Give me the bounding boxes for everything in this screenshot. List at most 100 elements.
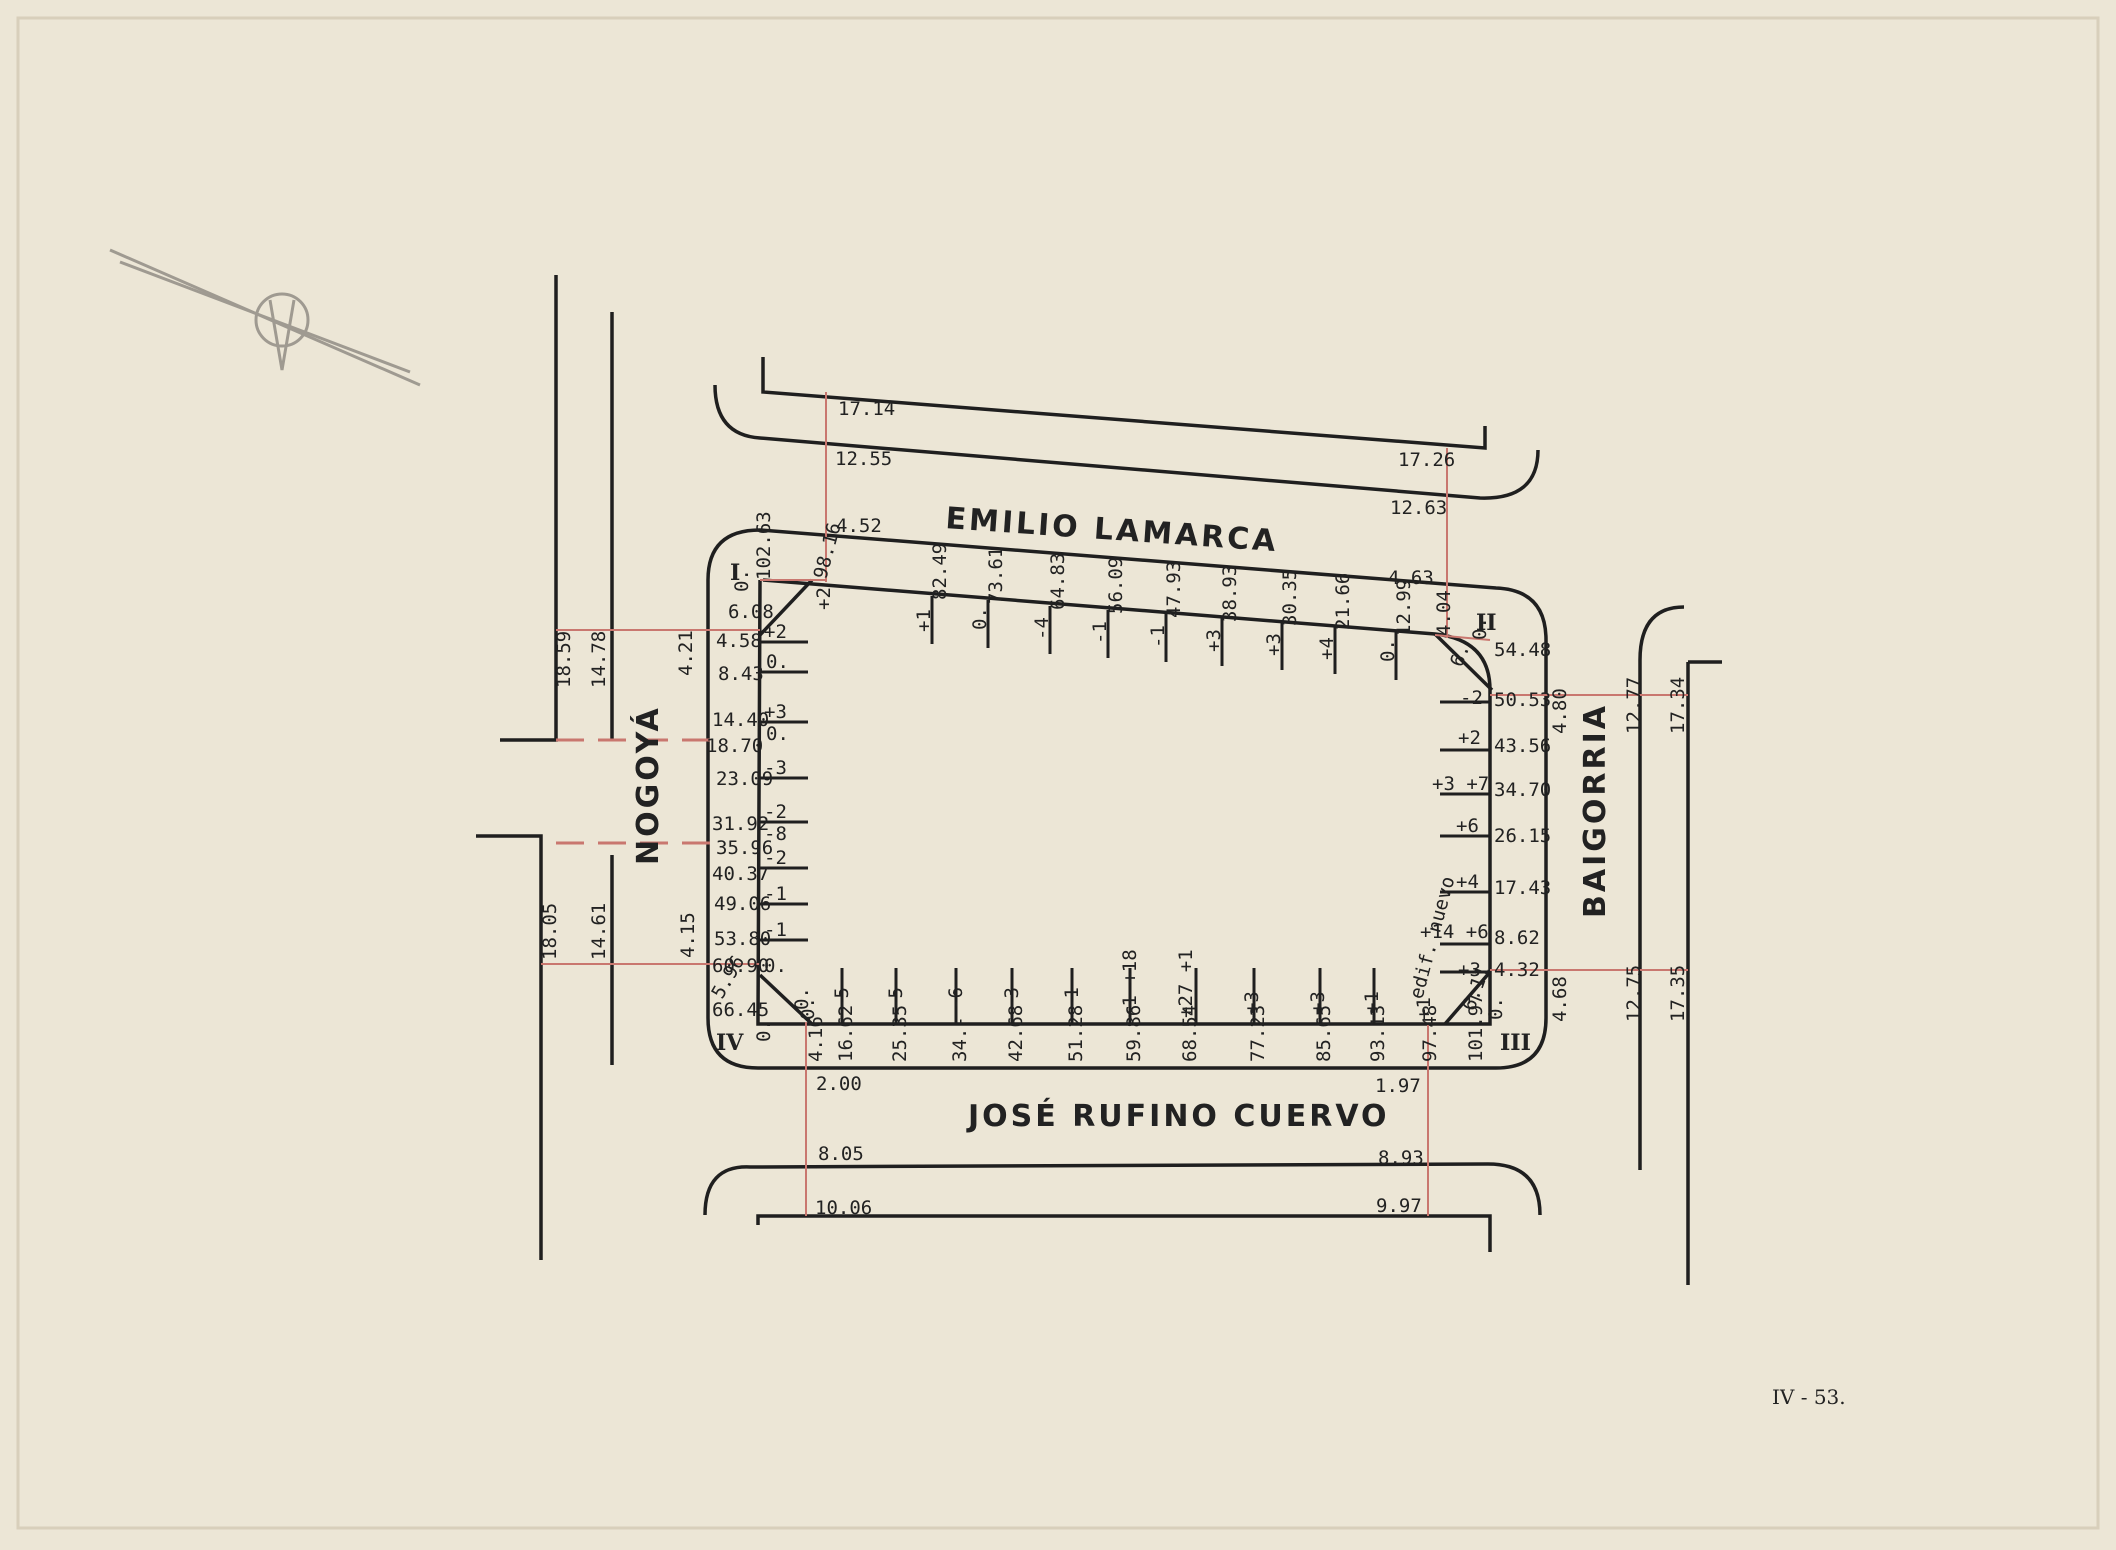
- front-distance: 50.53: [1494, 689, 1551, 711]
- south-front: [840, 968, 1376, 1024]
- level-label: 12.55: [835, 448, 892, 470]
- level-label: 17.26: [1398, 449, 1455, 471]
- north-front-labels: 82.49 +1 73.61 0. 64.83 -4 56.09 -1 47.9…: [913, 543, 1415, 662]
- front-level: -1: [764, 883, 787, 905]
- corner-label-IV: IV: [716, 1030, 744, 1056]
- front-distance: 4.16: [805, 1016, 827, 1062]
- south-front-labels: 4.16 0. 16.62 -5 25.35 -5 34.- -6 42.68 …: [797, 949, 1487, 1062]
- front-distance: 93.13: [1367, 1005, 1389, 1062]
- survey-red-lines: [541, 392, 1688, 1216]
- front-distance: 54.48: [1494, 639, 1551, 661]
- front-level: -1: [1147, 625, 1169, 648]
- front-level: +3: [1241, 991, 1263, 1014]
- front-distance: 8.62: [1494, 927, 1540, 949]
- front-level: -6: [945, 987, 967, 1010]
- front-level: -1: [764, 919, 787, 941]
- front-distance: 16.62: [835, 1005, 857, 1062]
- front-distance: 59.86: [1123, 1005, 1145, 1062]
- north-front: [930, 596, 1398, 680]
- front-level: +3: [1203, 629, 1225, 652]
- corner-label-I: I: [730, 560, 740, 586]
- west-street-levels: 18.59 14.78 4.21 18.05 14.61 4.15: [539, 630, 699, 960]
- front-distance: 47.93: [1163, 561, 1185, 618]
- front-distance: 31.92: [712, 813, 769, 835]
- south-street-levels: 2.00 8.05 10.06 1.97 8.93 9.97: [815, 1073, 1424, 1219]
- street-name-south: JOSÉ RUFINO CUERVO: [966, 1098, 1390, 1134]
- level-label: 14.78: [588, 631, 610, 688]
- street-name-west: NOGOYÁ: [630, 705, 666, 865]
- level-label: 4.15: [677, 912, 699, 958]
- street-name-east: BAIGORRIA: [1578, 703, 1613, 918]
- east-street-levels: 4.80 12.77 17.34 4.68 12.75 17.35: [1549, 677, 1689, 1022]
- front-distance: 14.40: [712, 709, 769, 731]
- front-distance: 12.99: [1393, 579, 1415, 636]
- front-distance: 64.83: [1047, 553, 1069, 610]
- front-distance: 77.23: [1247, 1005, 1269, 1062]
- front-level: +3: [1263, 633, 1285, 656]
- corner-label-II: II: [1476, 610, 1497, 636]
- corner-value: 0.: [791, 987, 813, 1010]
- front-level: +3: [1458, 959, 1481, 981]
- front-level: 0.: [797, 997, 819, 1020]
- front-distance: 21.66: [1332, 573, 1354, 630]
- front-distance: 68.54: [1179, 1005, 1201, 1062]
- level-label: 12.77: [1623, 677, 1645, 734]
- front-level: 0.: [764, 955, 787, 977]
- corner-value: 102.63: [753, 511, 775, 580]
- front-distance: 43.56: [1494, 735, 1551, 757]
- level-label: 17.34: [1667, 677, 1689, 734]
- front-level: -8: [764, 823, 787, 845]
- level-label: 14.61: [588, 903, 610, 960]
- level-label: 2.00: [816, 1073, 862, 1095]
- level-label: 4.68: [1549, 976, 1571, 1022]
- sheet-code: IV - 53.: [1772, 1385, 1846, 1409]
- front-distance: 8.43: [718, 663, 764, 685]
- front-distance: 73.61: [985, 547, 1007, 604]
- front-distance: 34.70: [1494, 779, 1551, 801]
- front-level: 0.: [969, 607, 991, 630]
- east-front: [1440, 700, 1490, 974]
- front-level: +1: [1413, 997, 1435, 1020]
- front-distance: 53.80: [714, 928, 771, 950]
- level-label: 4.80: [1549, 688, 1571, 734]
- corner-value: 6.08: [728, 601, 774, 623]
- front-level: +3: [1307, 991, 1329, 1014]
- north-street-levels: 17.14 12.55 17.26 12.63 4.52 4.63: [835, 398, 1455, 589]
- front-level: -2: [764, 847, 787, 869]
- corner-value: 0.: [1469, 617, 1491, 640]
- front-level: +1: [1361, 991, 1383, 1014]
- front-distance: 26.15: [1494, 825, 1551, 847]
- corner-value: +2: [813, 587, 835, 610]
- north-arrow-icon: [109, 248, 421, 387]
- front-level: -4: [1031, 617, 1053, 640]
- level-label: 17.35: [1667, 965, 1689, 1022]
- front-distance: 17.43: [1494, 877, 1551, 899]
- front-distance: 66.45: [712, 999, 769, 1021]
- front-level: +14 +6: [1420, 921, 1489, 943]
- front-level: +3: [764, 701, 787, 723]
- level-label: 4.52: [836, 515, 882, 537]
- front-distance: 42.68: [1005, 1005, 1027, 1062]
- level-label: 4.21: [675, 630, 697, 676]
- level-label: 4.63: [1388, 567, 1434, 589]
- level-label: 1.97: [1375, 1075, 1421, 1097]
- level-label: 17.14: [838, 398, 895, 420]
- front-level: 0.: [766, 651, 789, 673]
- front-distance: 38.93: [1219, 565, 1241, 622]
- front-distance: 34.-: [949, 1016, 971, 1062]
- corner-value: 0.: [731, 569, 753, 592]
- front-distance: 4.32: [1494, 959, 1540, 981]
- front-distance: 97.48: [1419, 1005, 1441, 1062]
- front-level: 0.: [766, 723, 789, 745]
- front-level: -3: [764, 757, 787, 779]
- front-level: -3: [1001, 987, 1023, 1010]
- front-level: -5: [831, 987, 853, 1010]
- level-label: 12.63: [1390, 497, 1447, 519]
- level-label: 18.05: [539, 903, 561, 960]
- front-distance: 56.09: [1105, 557, 1127, 614]
- front-distance: 4.58: [716, 630, 762, 652]
- level-label: 12.75: [1623, 965, 1645, 1022]
- front-distance: 82.49: [929, 543, 951, 600]
